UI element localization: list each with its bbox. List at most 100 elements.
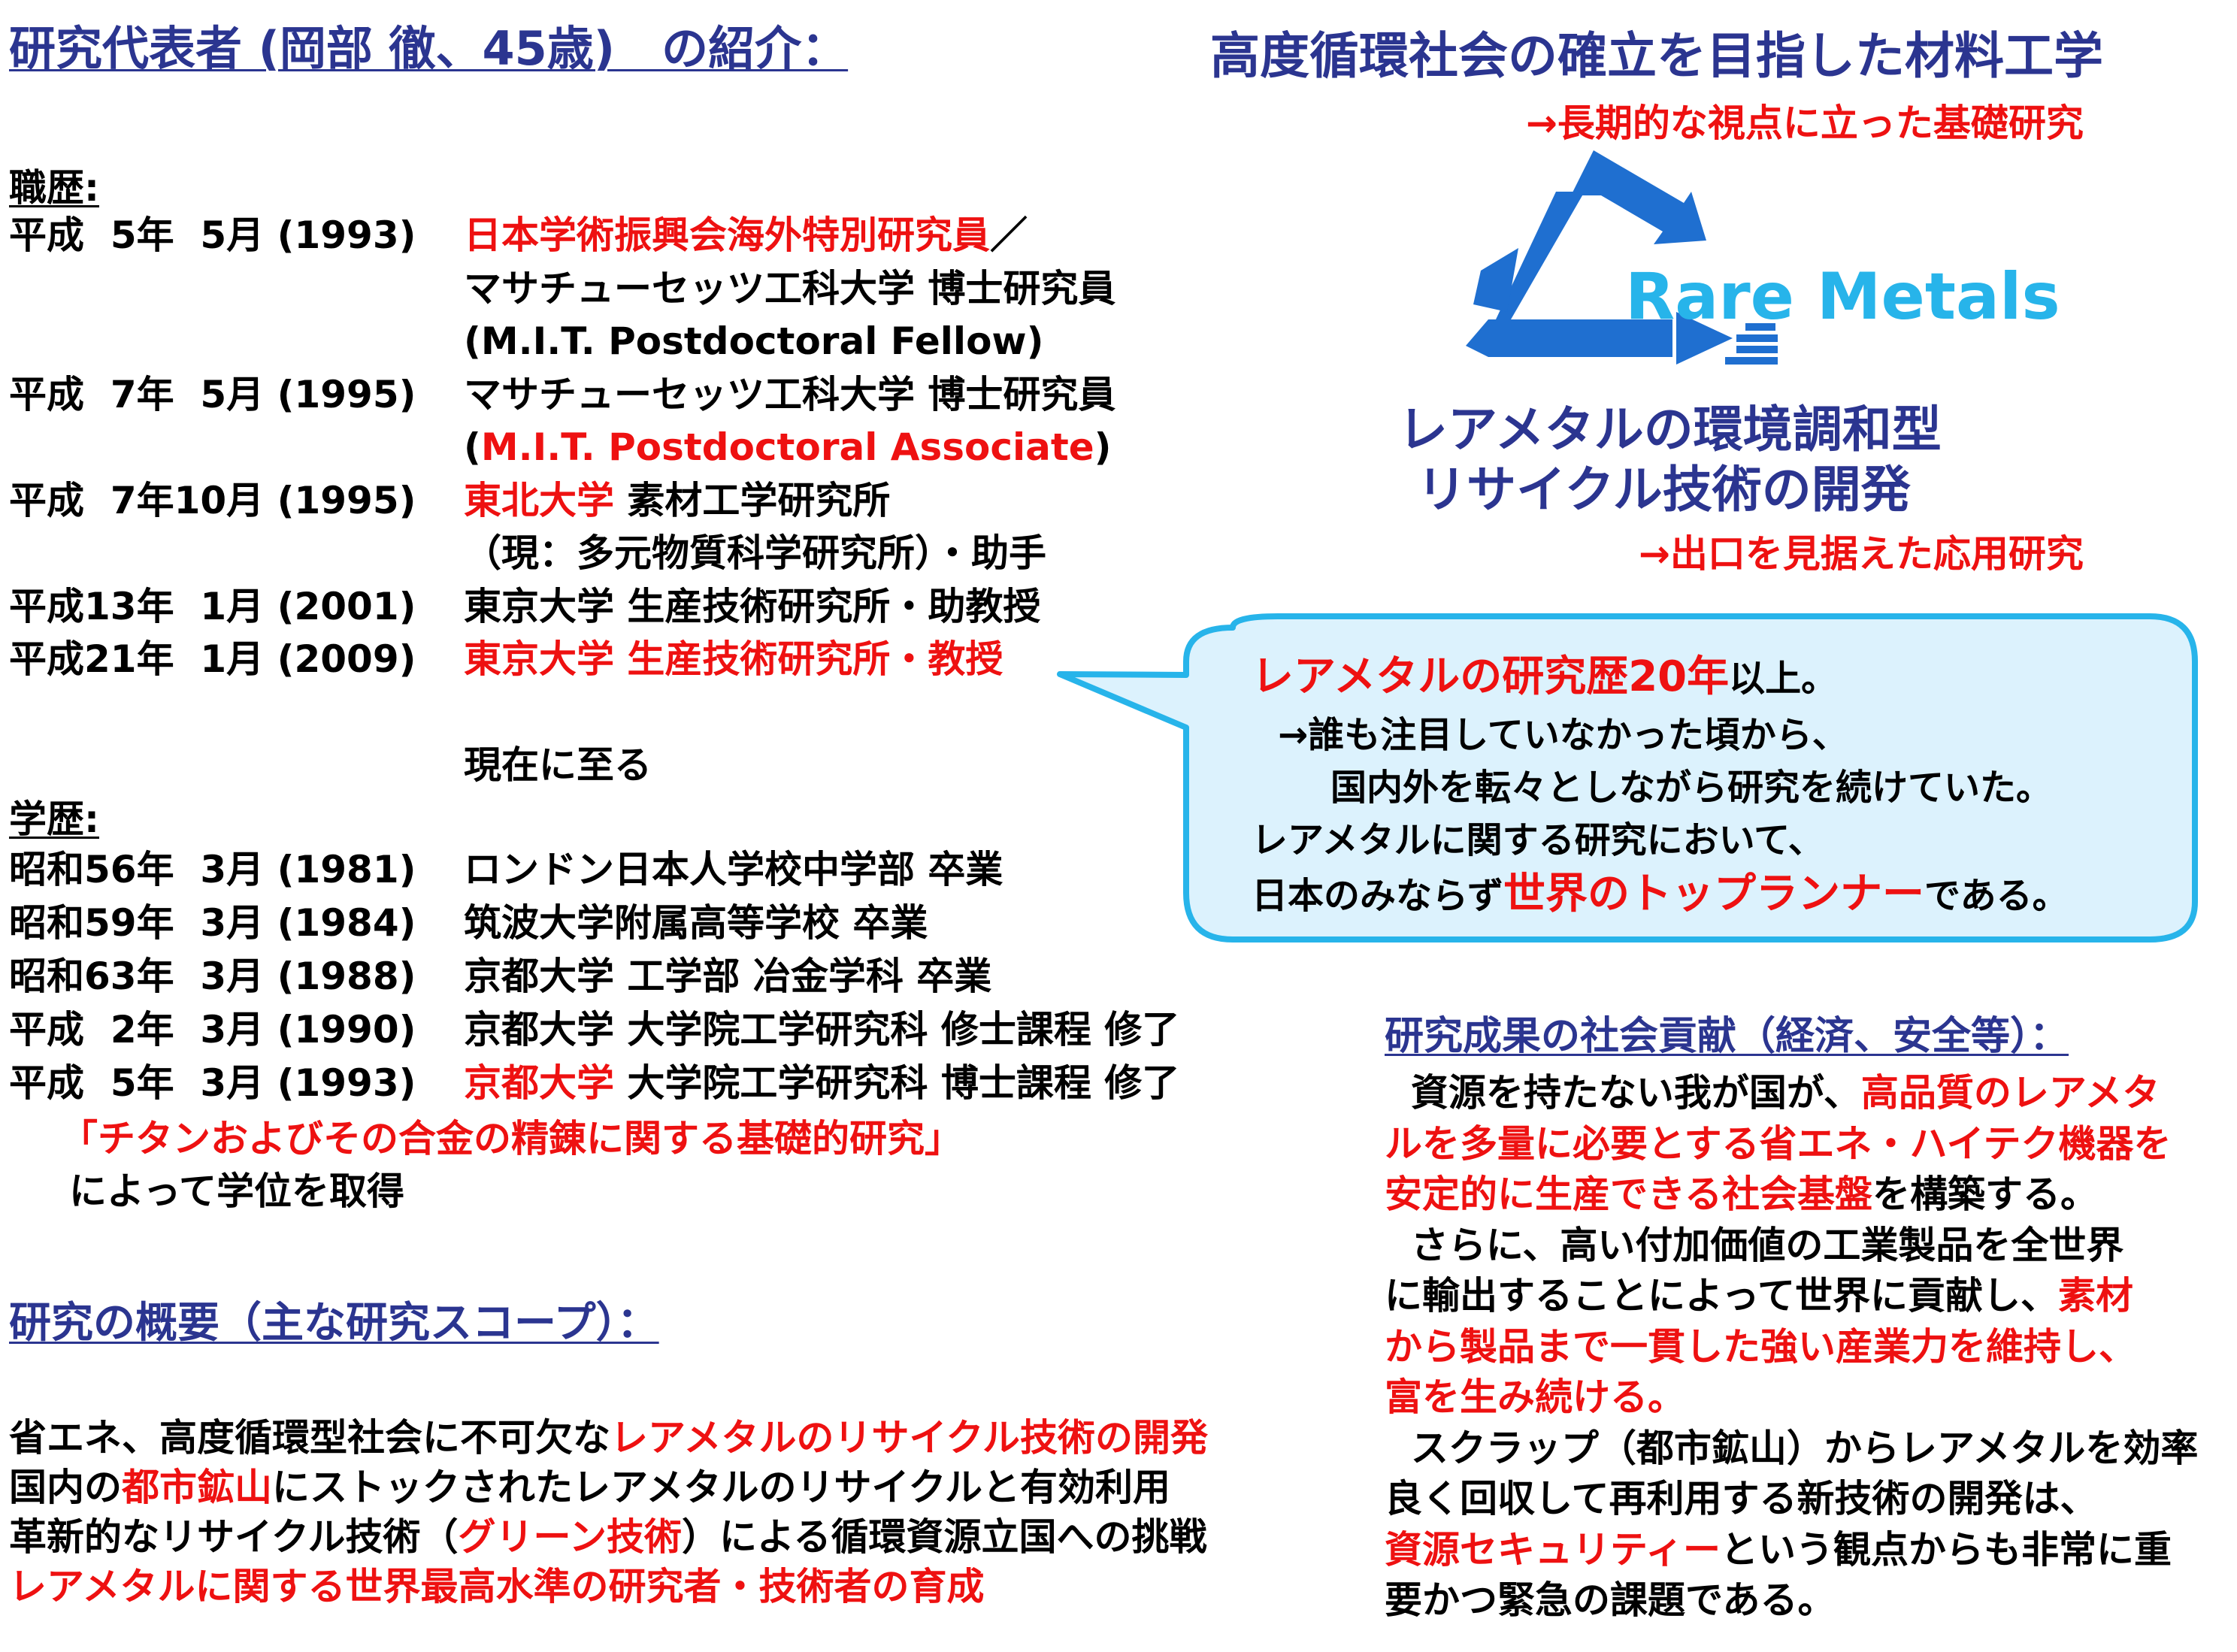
career-date: 平成 7年 5月 (1995)	[9, 372, 416, 416]
text-segment: 資源を持たない我が国が、	[1385, 1071, 1861, 1115]
career-description: 東北大学 素材工学研究所	[464, 474, 890, 527]
text-segment: である。	[1924, 875, 2069, 917]
career-description: 日本学術振興会海外特別研究員／	[464, 209, 1028, 262]
text-segment: さらに、高い付加価値の工業製品を全世界	[1385, 1223, 2124, 1267]
text-segment: 以上。	[1729, 658, 1838, 700]
highlight-text: M.I.T. Postdoctoral Associate	[480, 425, 1094, 469]
contribution-line: スクラップ（都市鉱山）からレアメタルを効率	[1385, 1423, 2199, 1474]
text-segment: という観点からも非常に重	[1721, 1527, 2172, 1572]
contribution-line: 良く回収して再利用する新技術の開発は、	[1385, 1473, 2098, 1524]
contribution-line: さらに、高い付加価値の工業製品を全世界	[1385, 1220, 2124, 1271]
text-segment: (M.I.T. Postdoctoral Fellow)	[464, 319, 1044, 363]
highlight-text: レアメタルのリサイクル技術の開発	[610, 1416, 1208, 1460]
bubble-line: 日本のみならず世界のトップランナーである。	[1252, 870, 2069, 921]
thesis-title: 「チタンおよびその合金の精錬に関する基礎的研究」	[60, 1117, 962, 1160]
summary-line: レアメタルに関する世界最高水準の研究者・技術者の育成	[9, 1562, 985, 1611]
education-description: 筑波大学附属高等学校 卒業	[464, 897, 928, 949]
career-description: マサチューセッツ工科大学 博士研究員	[464, 262, 1115, 315]
career-date: 平成 7年10月 (1995)	[9, 478, 416, 522]
summary-heading: 研究の概要（主な研究スコープ）：	[9, 1299, 659, 1348]
text-segment: 国内外を転々としながら研究を続けていた。	[1330, 767, 2053, 809]
highlight-text: レアメタルに関する世界最高水準の研究者・技術者の育成	[9, 1565, 985, 1608]
contribution-heading: 研究成果の社会貢献（経済、安全等）：	[1385, 1014, 2069, 1059]
text-segment: 京都大学 工学部 冶金学科 卒業	[464, 955, 992, 998]
logo-text: Rare Metals	[1625, 259, 2060, 334]
text-segment: スクラップ（都市鉱山）からレアメタルを効率	[1385, 1426, 2199, 1470]
career-description: 東京大学 生産技術研究所・助教授	[464, 580, 1040, 633]
text-segment: )	[1094, 425, 1112, 469]
text-segment: マサチューセッツ工科大学 博士研究員	[464, 266, 1116, 310]
education-heading: 学歴:	[9, 797, 99, 841]
highlight-text: 東京大学 生産技術研究所・教授	[464, 637, 1003, 681]
highlight-text: ルを多量に必要とする省エネ・ハイテク機器を	[1385, 1121, 2172, 1166]
text-segment: にストックされたレアメタルのリサイクルと有効利用	[272, 1466, 1170, 1509]
text-segment: →誰も注目していなかった頃から、	[1278, 714, 1848, 756]
highlight-text: 資源セキュリティー	[1385, 1527, 1721, 1572]
theme-line-2: リサイクル技術の開発	[1417, 461, 1911, 519]
text-segment: 良く回収して再利用する新技術の開発は、	[1385, 1477, 2098, 1520]
education-date: 昭和63年 3月 (1988)	[9, 955, 416, 998]
career-date: 平成13年 1月 (2001)	[9, 584, 416, 628]
highlight-text: グリーン技術	[458, 1515, 683, 1559]
text-segment: ）による循環資源立国への挑戦	[682, 1515, 1207, 1559]
text-segment: 要かつ緊急の課題である。	[1385, 1578, 1836, 1622]
text-segment: ／	[990, 213, 1028, 257]
highlight-text: 世界のトップランナー	[1503, 870, 1925, 918]
career-current: 現在に至る	[464, 743, 652, 787]
highlight-text: 安定的に生産できる社会基盤	[1385, 1172, 1872, 1216]
text-segment: 京都大学 大学院工学研究科 修士課程 修了	[464, 1008, 1180, 1051]
education-description: ロンドン日本人学校中学部 卒業	[464, 843, 1003, 896]
career-date: 平成 5年 5月 (1993)	[9, 213, 416, 257]
arrow-note-applied-research: →出口を見据えた応用研究	[1639, 532, 2084, 576]
career-description: マサチューセッツ工科大学 博士研究員	[464, 368, 1115, 421]
summary-line: 革新的なリサイクル技術（グリーン技術）による循環資源立国への挑戦	[9, 1512, 1207, 1562]
text-segment: 筑波大学附属高等学校 卒業	[464, 901, 928, 945]
education-description: 京都大学 大学院工学研究科 修士課程 修了	[464, 1003, 1179, 1056]
text-segment: 革新的なリサイクル技術（	[9, 1515, 459, 1559]
recycle-triangle-icon	[1466, 150, 1778, 365]
education-description: 京都大学 大学院工学研究科 博士課程 修了	[464, 1057, 1179, 1109]
contribution-line: 安定的に生産できる社会基盤を構築する。	[1385, 1169, 2098, 1220]
text-segment: 国内の	[9, 1466, 122, 1509]
contribution-line: 富を生み続ける。	[1385, 1372, 1685, 1423]
text-segment: 大学院工学研究科 博士課程 修了	[614, 1061, 1180, 1105]
text-segment: レアメタルに関する研究において、	[1252, 819, 1824, 861]
highlight-text: レアメタルの研究歴20年	[1252, 652, 1730, 701]
education-date: 平成 2年 3月 (1990)	[9, 1008, 416, 1051]
education-date: 平成 5年 3月 (1993)	[9, 1061, 416, 1105]
contribution-line: から製品まで一貫した強い産業力を維持し、	[1385, 1321, 2136, 1372]
education-date: 昭和59年 3月 (1984)	[9, 901, 416, 945]
text-segment: マサチューセッツ工科大学 博士研究員	[464, 372, 1116, 416]
highlight-text: 京都大学	[464, 1061, 614, 1105]
text-segment: に輸出することによって世界に貢献し、	[1385, 1274, 2058, 1318]
summary-line: 省エネ、高度循環型社会に不可欠なレアメタルのリサイクル技術の開発	[9, 1413, 1208, 1463]
text-segment: ロンドン日本人学校中学部 卒業	[464, 848, 1003, 891]
bubble-line: レアメタルに関する研究において、	[1252, 815, 1824, 865]
text-segment: 日本のみならず	[1252, 875, 1504, 917]
summary-line: 国内の都市鉱山にストックされたレアメタルのリサイクルと有効利用	[9, 1463, 1170, 1512]
career-description: (M.I.T. Postdoctoral Fellow)	[464, 315, 1043, 368]
career-heading: 職歴:	[9, 166, 99, 210]
theme-line-1: レアメタルの環境調和型	[1398, 401, 1942, 458]
arrow-note-basic-research: →長期的な視点に立った基礎研究	[1526, 101, 2084, 145]
text-segment: 東京大学 生産技術研究所・助教授	[464, 584, 1041, 628]
page-title: 研究代表者 (岡部 徹、45歳) の紹介：	[9, 21, 849, 76]
education-date: 昭和56年 3月 (1981)	[9, 848, 416, 891]
text-segment: を構築する。	[1872, 1172, 2098, 1216]
bubble-line: →誰も注目していなかった頃から、	[1278, 710, 1848, 760]
highlight-text: 日本学術振興会海外特別研究員	[464, 213, 990, 257]
bubble-line: 国内外を転々としながら研究を続けていた。	[1330, 763, 2052, 812]
text-segment: 省エネ、高度循環型社会に不可欠な	[9, 1416, 610, 1460]
career-description: （現：多元物質科学研究所）・助手	[464, 527, 1046, 579]
career-date: 平成21年 1月 (2009)	[9, 637, 416, 681]
highlight-text: 都市鉱山	[122, 1466, 272, 1509]
contribution-line: ルを多量に必要とする省エネ・ハイテク機器を	[1385, 1118, 2172, 1169]
contribution-line: 資源セキュリティーという観点からも非常に重	[1385, 1524, 2172, 1575]
degree-note: によって学位を取得	[69, 1169, 404, 1213]
career-description: 東京大学 生産技術研究所・教授	[464, 633, 1003, 685]
contribution-line: 資源を持たない我が国が、高品質のレアメタ	[1385, 1067, 2160, 1118]
text-segment: (	[464, 425, 481, 469]
education-description: 京都大学 工学部 冶金学科 卒業	[464, 950, 991, 1003]
highlight-text: 素材	[2058, 1274, 2133, 1318]
